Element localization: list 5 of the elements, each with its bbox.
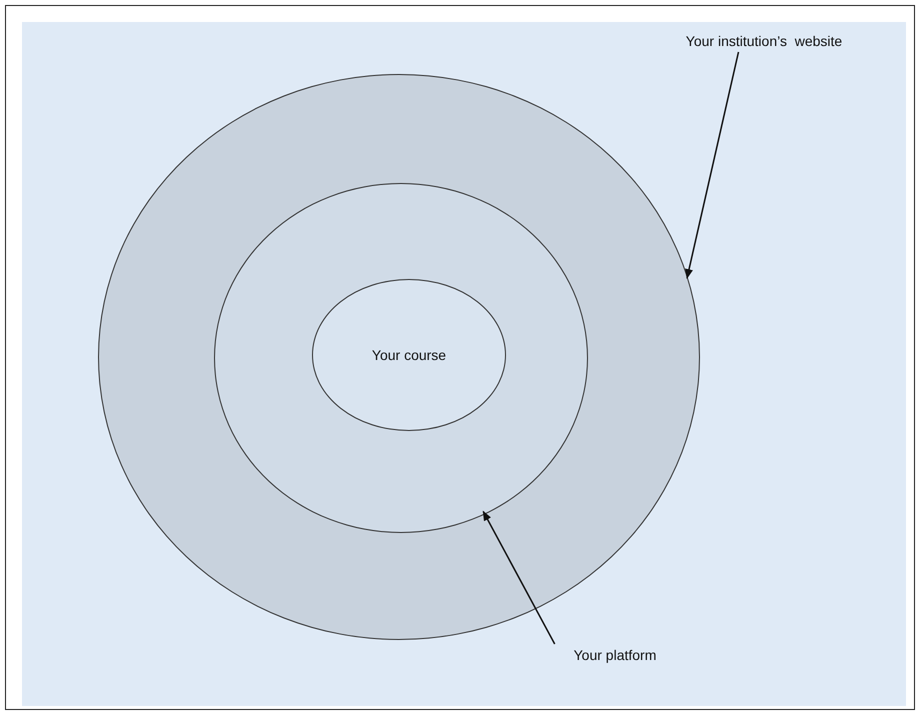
arrow: [482, 510, 556, 644]
node-label: Your course: [372, 347, 446, 363]
arrow: [685, 52, 740, 280]
node-label: Your platform: [574, 647, 656, 663]
node-label: Your institution’s website: [686, 33, 842, 49]
